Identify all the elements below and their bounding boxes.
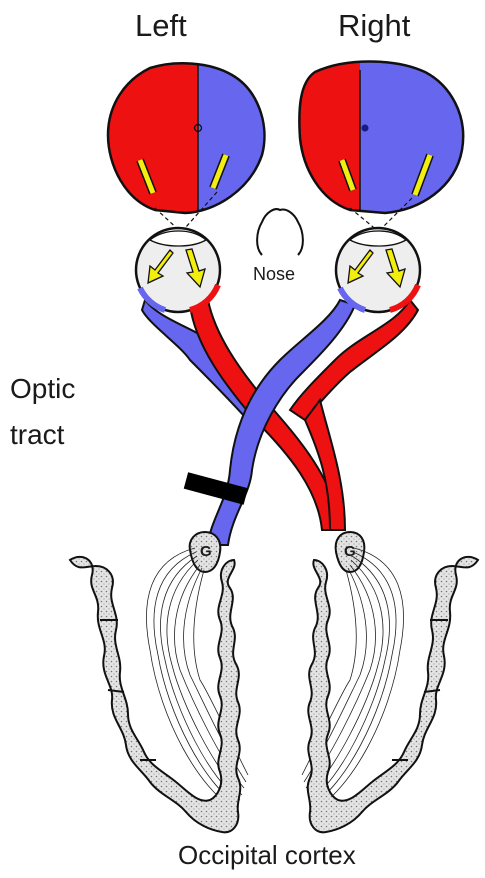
left-eye (136, 228, 220, 312)
nose-outline-icon (257, 209, 303, 255)
label-lgn-left: G (200, 543, 212, 560)
label-occipital-cortex: Occipital cortex (178, 840, 356, 871)
optic-pathway (142, 300, 418, 545)
label-nose: Nose (253, 264, 295, 285)
occipital-cortex-right (308, 557, 478, 832)
label-lgn-right: G (344, 543, 356, 560)
occipital-cortex-left (70, 557, 240, 832)
label-optic-tract-line2: tract (10, 412, 75, 458)
label-optic-tract: Optic tract (10, 366, 75, 458)
right-eye (336, 228, 420, 312)
right-eye-visual-field (290, 55, 470, 225)
label-left: Left (135, 8, 187, 44)
optic-radiations (146, 548, 403, 810)
label-right: Right (338, 8, 410, 44)
left-eye-visual-field (100, 55, 273, 225)
label-optic-tract-line1: Optic (10, 366, 75, 412)
